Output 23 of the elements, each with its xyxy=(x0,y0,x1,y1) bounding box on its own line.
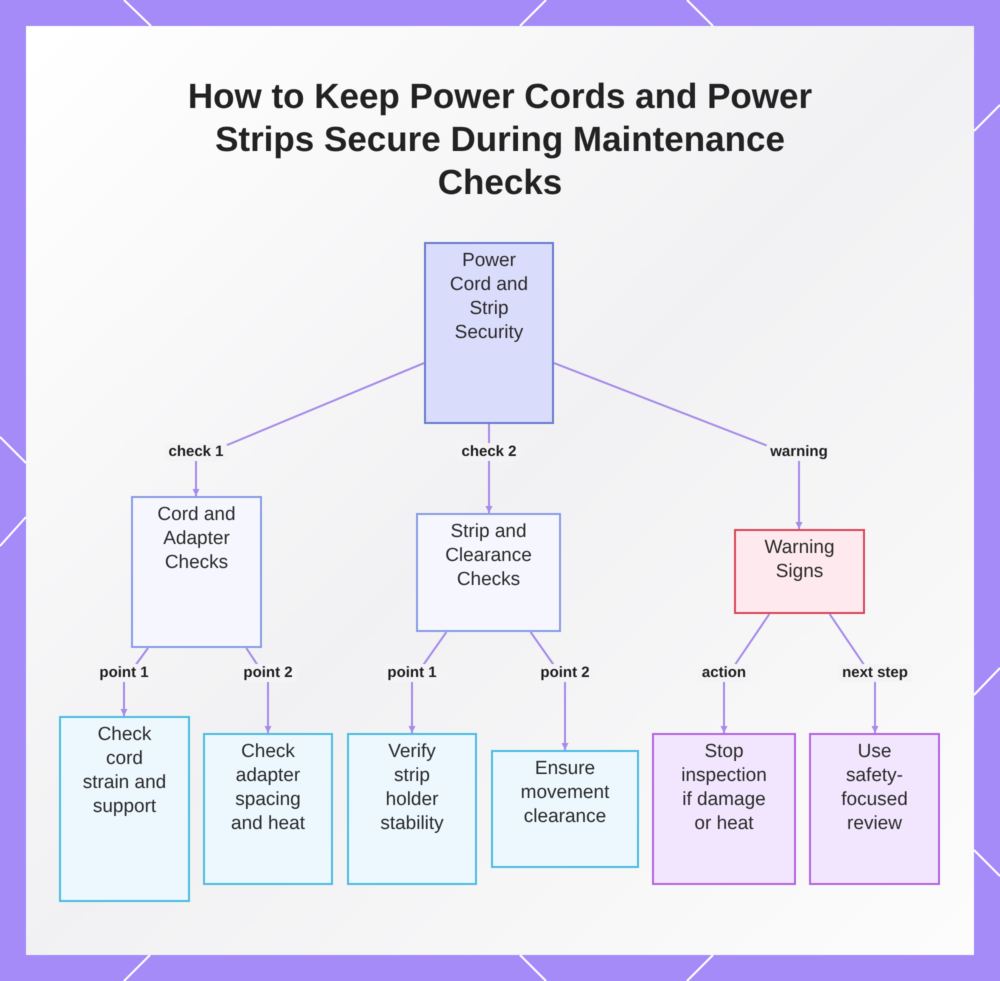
category-box xyxy=(131,496,262,648)
title: How to Keep Power Cords and Power Strips Secure During Maintenance Checks xyxy=(186,76,814,204)
topic-box xyxy=(424,242,554,424)
node-label: Power Cord and Strip Security xyxy=(448,249,530,345)
action-box xyxy=(809,733,940,885)
edge-label: next step xyxy=(838,664,912,682)
step-box xyxy=(347,733,477,885)
node-label: Ensure movement clearance xyxy=(520,757,610,829)
step-box xyxy=(203,733,333,885)
node-label: Check adapter spacing and heat xyxy=(230,740,306,836)
connector-arrow xyxy=(554,362,802,529)
node-label: Use safety-focused review xyxy=(840,740,909,836)
category-box xyxy=(416,513,561,632)
warning-box xyxy=(734,529,865,614)
node-label: Check cord strain and support xyxy=(82,723,168,819)
node-label: Stop inspection if damage or heat xyxy=(680,740,768,836)
node-label: Warning Signs xyxy=(763,536,836,584)
step-box xyxy=(59,716,190,902)
node-label: Strip and Clearance Checks xyxy=(444,520,533,592)
action-box xyxy=(652,733,796,885)
step-box xyxy=(491,750,639,868)
node-label: Cord and Adapter Checks xyxy=(156,503,237,575)
node-label: Verify strip holder stability xyxy=(379,740,445,836)
